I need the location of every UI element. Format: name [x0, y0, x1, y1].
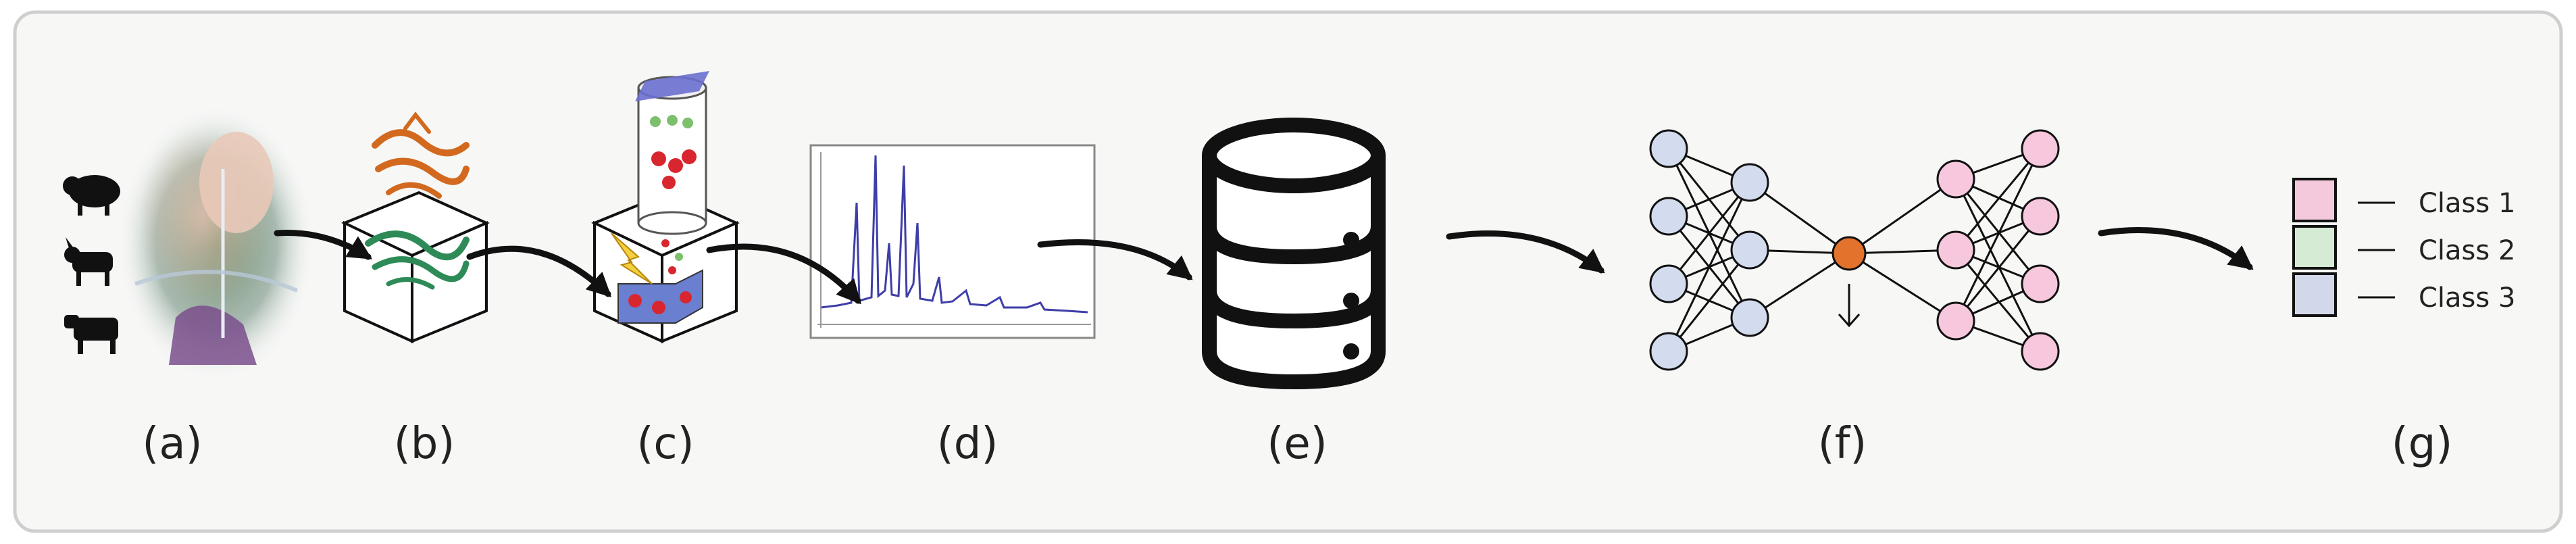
flow-arrows	[274, 227, 2254, 305]
panel-label-f: (f)	[1818, 419, 1867, 469]
network-node	[2021, 197, 2060, 236]
network-edge	[1848, 178, 1956, 255]
network-edge	[1667, 182, 1751, 352]
legend-label-1: Class 1	[2419, 188, 2515, 219]
panel-label-d: (d)	[937, 419, 999, 469]
network-node	[1730, 230, 1769, 270]
goat-icon	[64, 237, 113, 286]
panel-label-g: (g)	[2392, 419, 2453, 469]
network-edge	[1954, 178, 2042, 285]
spectrum-trace	[820, 155, 1088, 314]
network-node	[2021, 332, 2060, 371]
network-edge	[1954, 148, 2042, 251]
panel-label-c: (c)	[636, 419, 694, 469]
network-edge	[1954, 148, 2042, 322]
arrow-d-e	[1037, 239, 1193, 280]
class-legend: Class 1 Class 2 Class 3	[2292, 178, 2515, 317]
network-node	[1936, 159, 1975, 199]
network-node	[2021, 264, 2060, 303]
legend-label-2: Class 2	[2419, 235, 2515, 266]
network-node	[1649, 264, 1688, 303]
network-edge	[1954, 216, 2042, 322]
database-icon	[1202, 118, 1386, 390]
network-node	[1649, 197, 1688, 236]
network-node	[1936, 301, 1975, 341]
network-edge	[1667, 249, 1751, 352]
arrow-b-c	[466, 245, 612, 297]
latent-node	[1832, 236, 1867, 271]
network-edge	[1749, 181, 1850, 255]
network-edge	[1667, 182, 1751, 285]
sample-block	[617, 269, 703, 324]
network-node	[1730, 298, 1769, 337]
network-edge	[1848, 252, 1956, 322]
cow-icon	[64, 315, 118, 354]
ionization-cube	[591, 71, 740, 344]
network-edge	[1749, 252, 1850, 319]
laser-icon	[611, 232, 653, 285]
panel-labels: (a) (b) (c) (d) (e) (f) (g)	[142, 419, 2452, 469]
legend-swatch-3	[2292, 272, 2337, 317]
sheep-icon	[63, 175, 120, 216]
network-edge	[1954, 249, 2042, 352]
network-edge	[1954, 178, 2042, 352]
arrow-c-d	[706, 243, 861, 305]
panel-label-b: (b)	[394, 419, 455, 469]
autoencoder-network	[1649, 129, 2060, 371]
animal-icons	[63, 175, 120, 354]
network-node	[2021, 129, 2060, 168]
legend-label-3: Class 3	[2419, 282, 2515, 314]
arrow-f-g	[2098, 227, 2254, 270]
panel-label-e: (e)	[1267, 419, 1327, 469]
latent-arrow-icon	[1838, 284, 1861, 328]
arrow-a-b	[274, 229, 373, 260]
panel-label-a: (a)	[142, 419, 202, 469]
network-node	[1649, 332, 1688, 371]
protein-structure	[365, 112, 470, 290]
milking-photo	[115, 101, 318, 385]
arrow-e-f	[1446, 230, 1605, 274]
flight-tube	[635, 71, 709, 274]
legend-swatch-2	[2292, 225, 2337, 270]
network-node	[1730, 163, 1769, 202]
network-node	[1936, 230, 1975, 270]
network-node	[1649, 129, 1688, 168]
legend-swatch-1	[2292, 178, 2337, 222]
